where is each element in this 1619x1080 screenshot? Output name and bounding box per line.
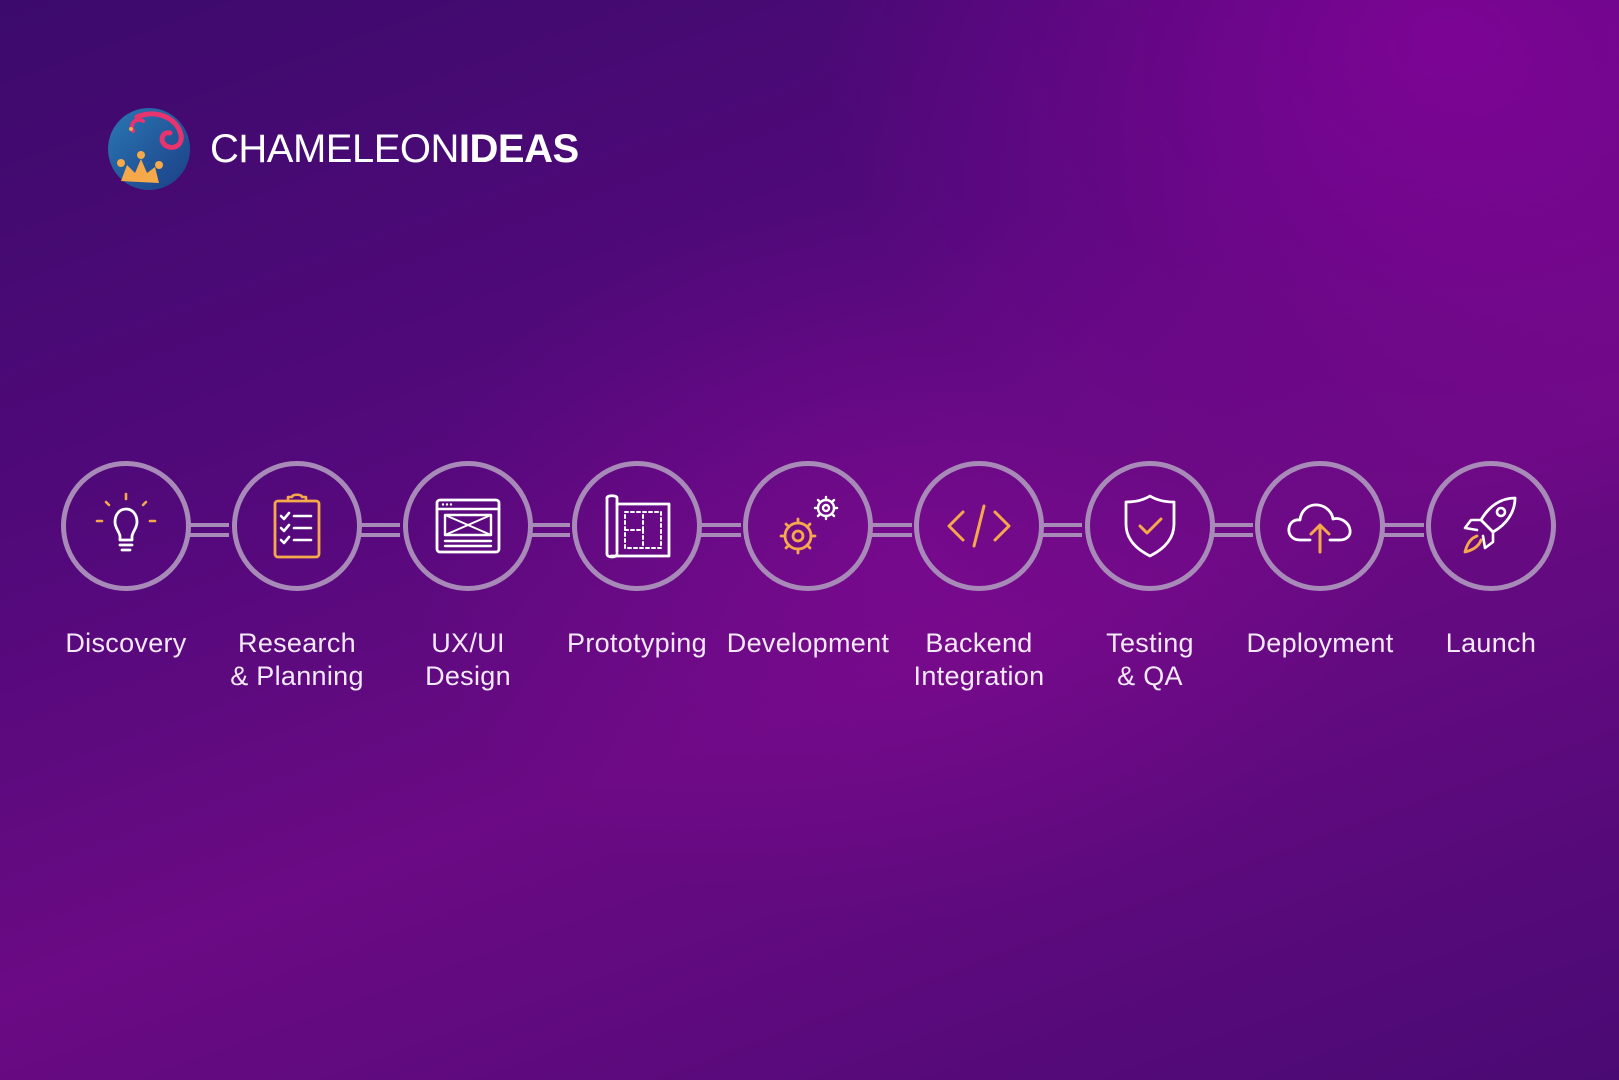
- step-label-backend-integration: Backend Integration: [913, 628, 1045, 691]
- step-discovery: [61, 461, 191, 591]
- step-launch: [1426, 461, 1556, 591]
- step-development: [743, 461, 873, 591]
- step-label-development: Development: [726, 628, 890, 658]
- connector-4-5: [698, 522, 741, 538]
- step-testing-qa: [1085, 461, 1215, 591]
- step-label-testing-qa: Testing & QA: [1106, 628, 1194, 691]
- brand-name: CHAMELEONIDEAS: [210, 129, 579, 169]
- step-backend-integration: [914, 461, 1044, 591]
- step-label-research-planning: Research & Planning: [230, 628, 364, 691]
- connector-6-7: [1040, 522, 1082, 538]
- cloud-upload-icon: [1287, 503, 1352, 554]
- step-label-deployment: Deployment: [1246, 628, 1394, 658]
- chameleon-logo-icon: [108, 108, 190, 190]
- connector-3-4: [528, 522, 570, 538]
- lightbulb-icon: [95, 492, 157, 552]
- step-deployment: [1255, 461, 1385, 591]
- connector-1-2: [186, 522, 229, 538]
- step-prototyping: [572, 461, 702, 591]
- connector-7-8: [1210, 522, 1253, 538]
- step-label-prototyping: Prototyping: [567, 628, 707, 658]
- brand-name-bold: IDEAS: [458, 127, 579, 171]
- shield-check-icon: [1124, 494, 1176, 558]
- connector-8-9: [1381, 522, 1424, 538]
- step-label-discovery: Discovery: [65, 628, 187, 658]
- wireframe-window-icon: [435, 498, 501, 554]
- clipboard-checklist-icon: [273, 493, 321, 559]
- step-research-planning: [232, 461, 362, 591]
- brand-name-light: CHAMELEON: [210, 127, 459, 171]
- code-brackets-icon: [947, 504, 1011, 548]
- step-label-ux-ui-design: UX/UI Design: [425, 628, 511, 691]
- rocket-icon: [1463, 496, 1517, 554]
- connector-5-6: [869, 522, 912, 538]
- connector-2-3: [357, 522, 400, 538]
- gears-icon: [779, 495, 839, 555]
- step-label-launch: Launch: [1445, 628, 1537, 658]
- step-ux-ui-design: [403, 461, 533, 591]
- brand-logo: CHAMELEONIDEAS: [107, 106, 579, 192]
- blueprint-icon: [605, 494, 671, 559]
